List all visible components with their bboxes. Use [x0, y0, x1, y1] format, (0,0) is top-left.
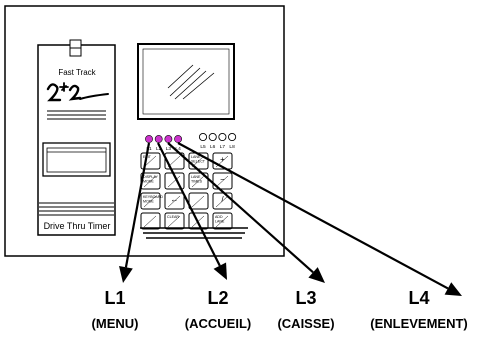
svg-text:DISPLAY: DISPLAY	[143, 175, 159, 179]
callout-code: L2	[207, 288, 229, 308]
led-l2	[154, 135, 163, 143]
svg-text:+: +	[220, 155, 225, 164]
callout-arrowhead	[444, 282, 462, 296]
led-l8	[228, 132, 237, 142]
keypad-key[interactable]: ←	[164, 192, 185, 210]
led-label: L6	[210, 144, 216, 150]
led-l3	[164, 135, 173, 143]
led-l6	[208, 132, 217, 142]
led-l4	[174, 135, 182, 143]
callout-name: (ENLEVEMENT)	[370, 316, 468, 331]
keypad-key[interactable]	[188, 192, 209, 210]
svg-text:TIMES: TIMES	[191, 180, 203, 184]
svg-text:CLEAR: CLEAR	[167, 215, 179, 219]
callout-arrow-line	[157, 142, 221, 267]
svg-text:−: −	[220, 175, 225, 184]
callout-l2: L2 (ACCUEIL)	[178, 288, 258, 332]
svg-text:LANE: LANE	[215, 220, 225, 224]
led-label: L4	[175, 146, 181, 152]
callout-name: (MENU)	[91, 316, 139, 331]
card-slot	[42, 142, 111, 177]
callout-code: L3	[295, 288, 317, 308]
callout-arrows	[119, 142, 462, 296]
svg-text:LANE: LANE	[191, 155, 201, 159]
model-logo	[46, 82, 109, 102]
svg-text:SELECT: SELECT	[191, 160, 206, 164]
svg-text:LANE: LANE	[191, 175, 201, 179]
led-l5	[198, 132, 208, 142]
callout-code: L4	[408, 288, 430, 308]
keypad-key[interactable]: CLEAR	[164, 212, 185, 230]
callout-arrowhead	[308, 267, 325, 283]
led-label: L8	[229, 144, 235, 150]
led-label: L7	[220, 144, 226, 150]
svg-text:ADD: ADD	[215, 215, 223, 219]
svg-text:/: /	[221, 195, 224, 204]
keypad-key[interactable]: −	[212, 172, 233, 190]
callout-arrowhead	[213, 262, 227, 280]
callout-l3: L3 (CAISSE)	[266, 288, 346, 332]
led-label: L5	[200, 144, 206, 150]
callout-l4: L4 (ENLEVEMENT)	[352, 288, 486, 332]
svg-text:←: ←	[171, 195, 179, 204]
keypad-key[interactable]	[140, 212, 161, 230]
svg-text:MODE: MODE	[143, 180, 154, 184]
callout-name: (CAISSE)	[277, 316, 335, 331]
callout-arrow-line	[177, 142, 449, 290]
brand-label: Fast Track	[58, 68, 96, 77]
callout-arrow-line	[124, 142, 151, 268]
led-label: L3	[166, 146, 172, 152]
callout-arrowhead	[119, 265, 133, 283]
svg-text:KEYBOARD: KEYBOARD	[143, 195, 163, 199]
keypad-key[interactable]: /	[212, 192, 233, 210]
led-label: L2	[156, 146, 162, 152]
callout-code: L1	[104, 288, 126, 308]
svg-text:MODE: MODE	[143, 200, 154, 204]
led-label: L1	[146, 146, 152, 152]
led-l1	[145, 135, 153, 143]
keypad: EXITLANESELECT+DISPLAYMODELANETIMES−KEYB…	[140, 152, 233, 230]
callout-name: (ACCUEIL)	[184, 316, 252, 331]
callout-l1: L1 (MENU)	[85, 288, 145, 332]
led-l7	[218, 132, 227, 142]
device-caption: Drive Thru Timer	[44, 221, 111, 231]
callout-arrow-line	[167, 142, 314, 274]
